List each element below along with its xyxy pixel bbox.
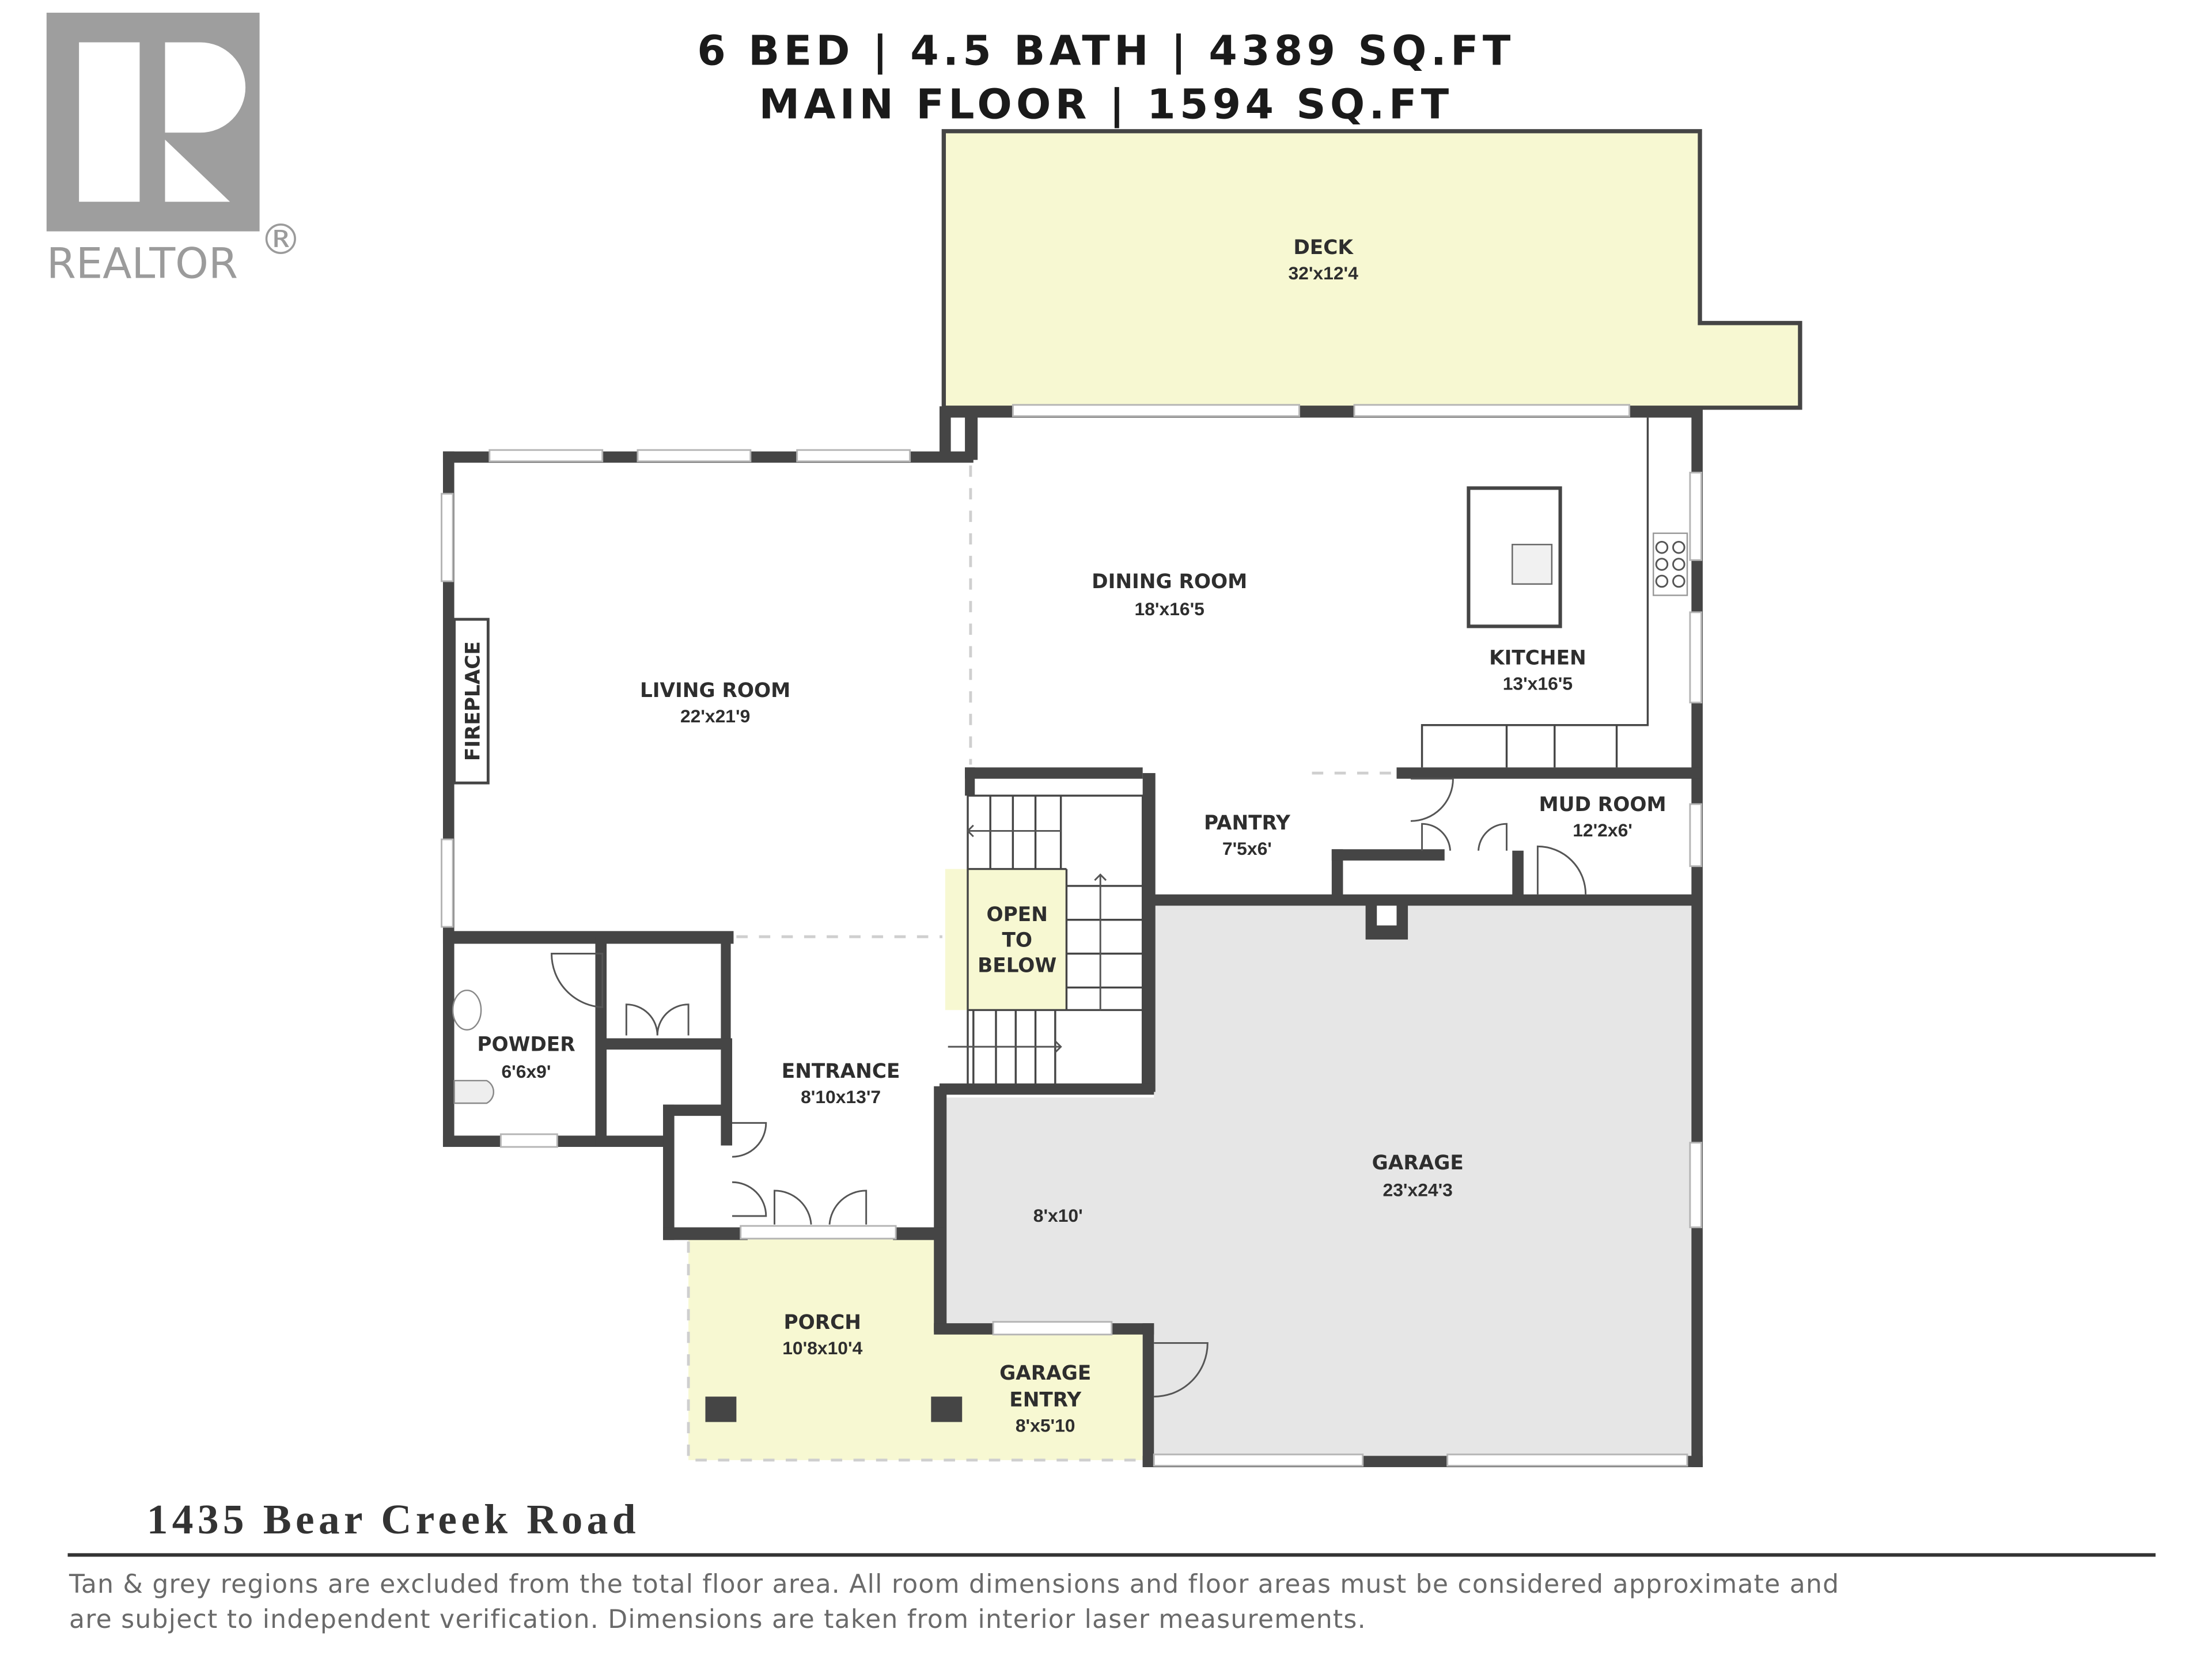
deck-dim: 32'x12'4 bbox=[1288, 263, 1358, 283]
garage-entry-line2: ENTRY bbox=[1009, 1389, 1082, 1412]
porch-dim: 10'8x10'4 bbox=[782, 1338, 862, 1358]
powder-name: POWDER bbox=[477, 1033, 575, 1056]
disclaimer-line-2: are subject to independent verification.… bbox=[69, 1605, 1366, 1634]
fireplace: FIREPLACE bbox=[453, 618, 490, 785]
porch-post bbox=[705, 1396, 737, 1422]
open-to-below-area bbox=[945, 869, 1067, 1010]
toilet-icon bbox=[453, 1080, 494, 1104]
garage-entry-dim: 8'x5'10 bbox=[1016, 1415, 1075, 1436]
summary-line-1: 6 BED | 4.5 BATH | 4389 SQ.FT bbox=[697, 27, 1514, 75]
range-icon bbox=[1652, 532, 1688, 596]
open-below-line3: BELOW bbox=[978, 954, 1056, 977]
mudroom-dim: 12'2x6' bbox=[1573, 820, 1633, 840]
porch-area bbox=[688, 1238, 1143, 1460]
summary-line-2: MAIN FLOOR | 1594 SQ.FT bbox=[759, 81, 1453, 129]
open-below-line1: OPEN bbox=[987, 903, 1048, 926]
realtor-logo-text: REALTOR bbox=[47, 239, 238, 288]
doors bbox=[551, 778, 1587, 1397]
garage-bay-dim: 8'x10' bbox=[1033, 1205, 1083, 1226]
mudroom-name: MUD ROOM bbox=[1539, 793, 1666, 816]
pantry-dim: 7'5x6' bbox=[1222, 838, 1272, 859]
fireplace-label: FIREPLACE bbox=[462, 641, 485, 761]
porch-post bbox=[931, 1396, 963, 1422]
kitchen-dim: 13'x16'5 bbox=[1503, 673, 1573, 694]
pantry-name: PANTRY bbox=[1204, 812, 1291, 835]
deck-area bbox=[941, 129, 1802, 410]
sink-icon bbox=[452, 989, 482, 1031]
living-name: LIVING ROOM bbox=[640, 679, 790, 702]
room-labels: DECK 32'x12'4 DINING ROOM 18'x16'5 KITCH… bbox=[477, 236, 1666, 1436]
sink-icon bbox=[1512, 544, 1553, 585]
dining-dim: 18'x16'5 bbox=[1135, 599, 1205, 619]
windows bbox=[441, 404, 1702, 1467]
kitchen-fixtures bbox=[1421, 417, 1688, 768]
garage-dim: 23'x24'3 bbox=[1383, 1180, 1453, 1200]
entrance-dim: 8'10x13'7 bbox=[801, 1086, 881, 1107]
open-below-line2: TO bbox=[1002, 929, 1032, 952]
property-address: 1435 Bear Creek Road bbox=[147, 1496, 640, 1543]
dining-name: DINING ROOM bbox=[1092, 570, 1247, 593]
footer-divider bbox=[67, 1553, 2156, 1557]
garage-name: GARAGE bbox=[1372, 1152, 1464, 1175]
registered-mark: ® bbox=[260, 215, 302, 264]
porch-name: PORCH bbox=[784, 1311, 861, 1334]
realtor-logo: REALTOR ® bbox=[46, 13, 302, 288]
disclaimer-line-1: Tan & grey regions are excluded from the… bbox=[69, 1570, 1839, 1599]
living-dim: 22'x21'9 bbox=[680, 706, 750, 726]
kitchen-name: KITCHEN bbox=[1489, 646, 1586, 669]
staircase bbox=[948, 794, 1144, 1088]
powder-dim: 6'6x9' bbox=[501, 1061, 551, 1082]
deck-name: DECK bbox=[1293, 236, 1354, 259]
entrance-name: ENTRANCE bbox=[782, 1060, 900, 1083]
garage-entry-line1: GARAGE bbox=[999, 1362, 1091, 1385]
